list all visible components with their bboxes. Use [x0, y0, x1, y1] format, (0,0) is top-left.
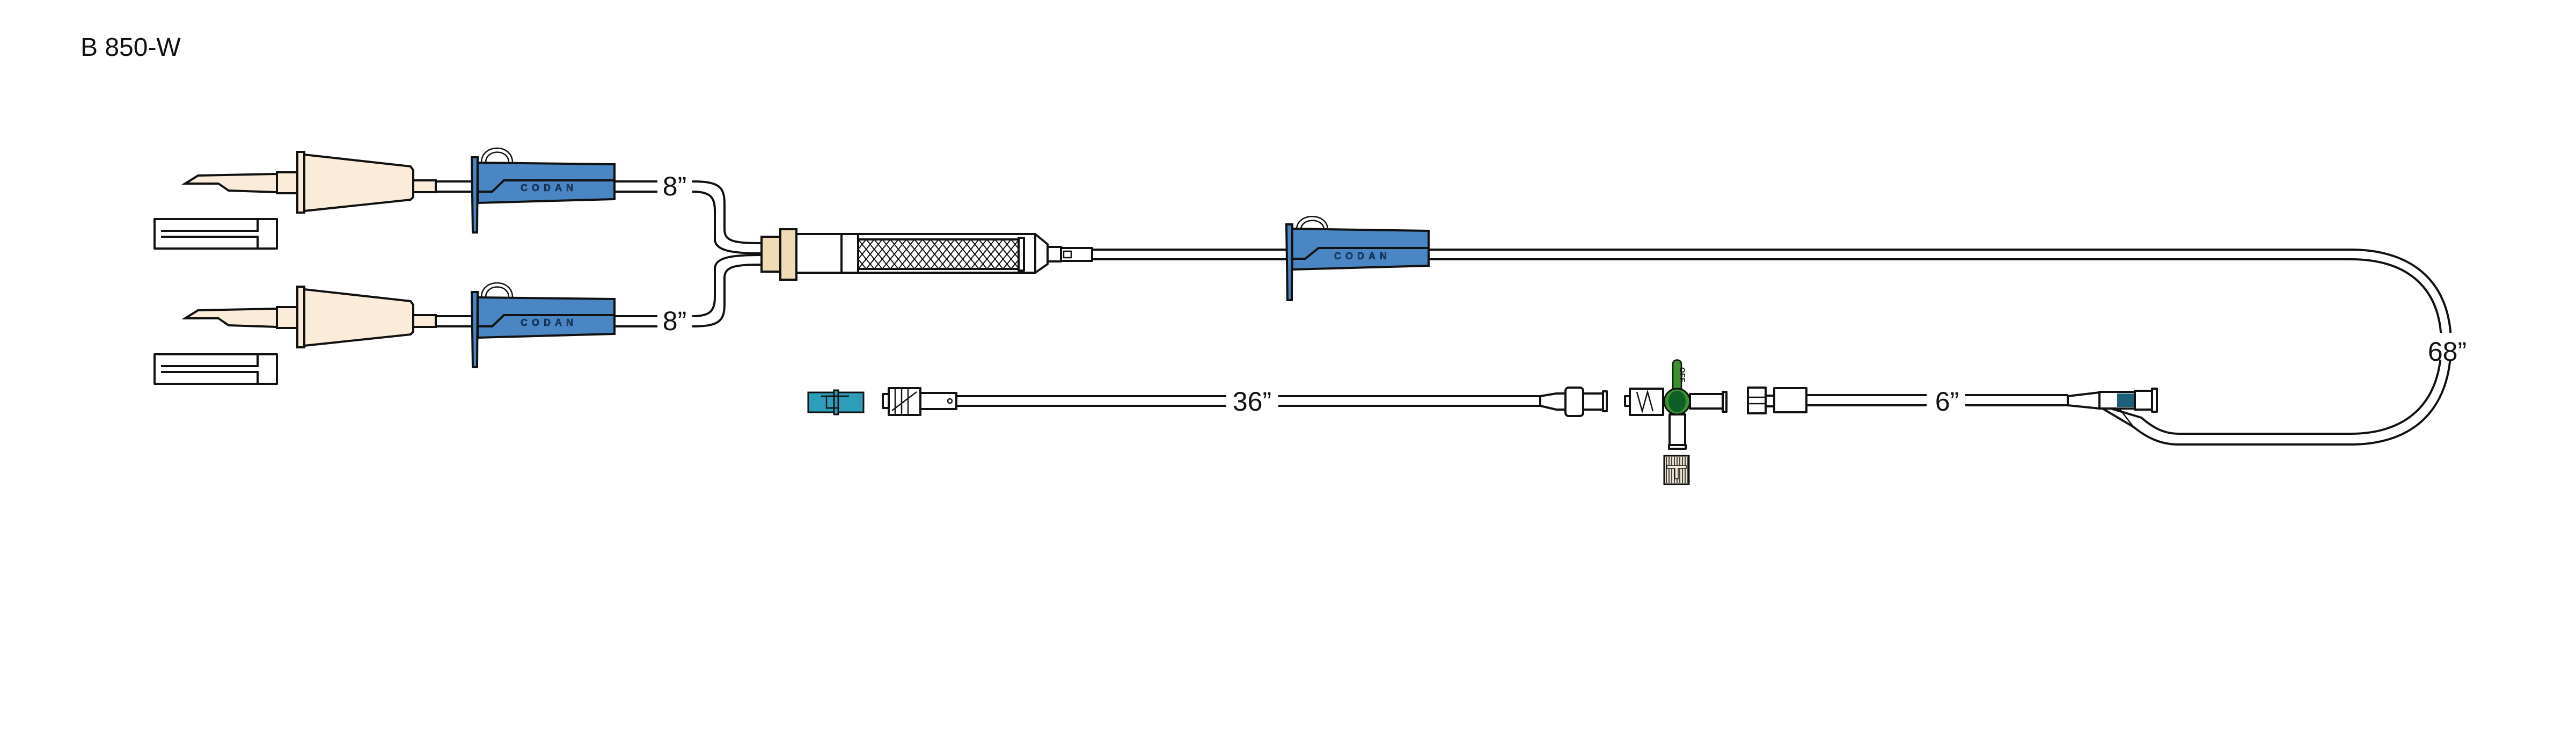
female-luer-connector [1747, 387, 1807, 414]
mesh-line [962, 259, 971, 269]
spike-tip [181, 172, 278, 194]
mesh-line [962, 249, 971, 260]
spike-tip [181, 307, 278, 329]
male-luer-connector [1539, 387, 1608, 417]
mesh-line [986, 249, 996, 260]
mesh-line [970, 249, 979, 260]
mesh-line [978, 259, 987, 269]
roller-clamp[interactable]: CODAN [470, 147, 616, 234]
mesh-line [874, 259, 883, 269]
branch-tubing [692, 180, 762, 327]
length-label-main: 68” [2428, 337, 2467, 367]
mesh-line [874, 239, 883, 250]
length-label-spike-upper: 8” [663, 171, 686, 201]
mesh-line [970, 239, 979, 250]
mesh-line [882, 249, 891, 260]
spike-cap-upper [153, 218, 278, 250]
stopcock-port-cap [1663, 455, 1690, 485]
clamp-brand: CODAN [1334, 251, 1388, 261]
mesh-line [890, 249, 899, 260]
roller-clamp-main[interactable]: CODAN [1285, 216, 1430, 301]
mesh-line [930, 249, 939, 260]
mesh-line [1002, 249, 1012, 260]
mesh-line [922, 259, 931, 269]
length-label-short: 6” [1935, 387, 1959, 417]
drip-chamber [303, 153, 414, 213]
three-way-stopcock[interactable]: OFF [1624, 359, 1728, 450]
chamber-outlet [412, 179, 437, 193]
mesh-line [954, 259, 963, 269]
y-site-connector [2067, 388, 2179, 446]
mesh-line [978, 239, 987, 250]
mesh-line [930, 239, 939, 250]
mesh-line [898, 239, 907, 250]
mesh-line [906, 239, 915, 250]
mesh-line [914, 249, 923, 260]
mesh-line [858, 249, 867, 260]
mesh-line [954, 249, 963, 260]
spike-cap-lower [153, 353, 278, 385]
mesh-line [866, 239, 875, 250]
mesh-line [1002, 259, 1012, 269]
roller-clamp[interactable]: CODAN [470, 282, 616, 368]
mesh-line [930, 259, 939, 269]
spike-assembly-upper: CODAN 8” [181, 147, 686, 234]
luer-connector [882, 387, 957, 416]
inline-filter [760, 228, 1093, 281]
mesh-line [890, 239, 899, 250]
mesh-line [938, 259, 947, 269]
mesh-line [946, 259, 955, 269]
stopcock-off-marking: OFF [1678, 367, 1687, 382]
filter-mesh [858, 239, 1020, 269]
mesh-line [946, 239, 955, 250]
clamp-brand: CODAN [521, 317, 574, 328]
mesh-line [914, 239, 923, 250]
clamp-brand: CODAN [521, 183, 574, 193]
length-label-extension: 36” [1233, 387, 1271, 417]
mesh-line [890, 259, 899, 269]
mesh-line [994, 239, 1004, 250]
mesh-line [978, 249, 987, 260]
mesh-line [866, 249, 875, 260]
mesh-line [898, 249, 907, 260]
mesh-line [898, 259, 907, 269]
mesh-line [938, 249, 947, 260]
mesh-line [946, 249, 955, 260]
mesh-line [994, 249, 1004, 260]
mesh-line [858, 239, 867, 250]
spike-assembly-lower: CODAN 8” [181, 282, 686, 368]
drip-chamber [303, 288, 414, 347]
mesh-line [954, 239, 963, 250]
mesh-line [994, 259, 1004, 269]
mesh-line [1002, 239, 1012, 250]
mesh-line [914, 259, 923, 269]
mesh-line [882, 259, 891, 269]
mesh-line [922, 239, 931, 250]
mesh-line [986, 259, 996, 269]
mesh-line [882, 239, 891, 250]
mesh-line [874, 249, 883, 260]
product-code: B 850-W [80, 33, 181, 62]
mesh-line [986, 239, 996, 250]
protective-cap [807, 389, 865, 415]
mesh-line [906, 259, 915, 269]
mesh-line [938, 239, 947, 250]
mesh-line [922, 249, 931, 260]
mesh-line [962, 239, 971, 250]
mesh-line [970, 259, 979, 269]
mesh-line [858, 259, 867, 269]
spike-collar [276, 171, 298, 194]
mesh-line [866, 259, 875, 269]
length-label-spike-lower: 8” [663, 306, 686, 336]
mesh-line [906, 249, 915, 260]
